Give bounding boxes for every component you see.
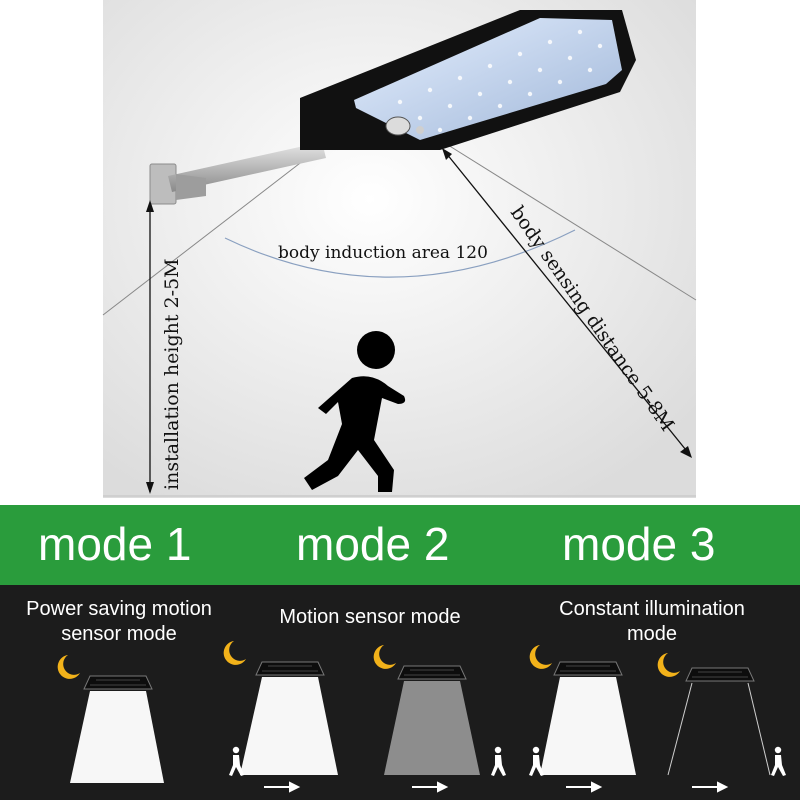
installation-height-arrow xyxy=(146,200,154,494)
induction-arc xyxy=(224,229,576,278)
moon-icon xyxy=(373,645,396,669)
lamp-head-icon xyxy=(255,661,325,676)
light-beam-bright xyxy=(540,677,636,775)
mode-3-description-line-1: Constant illumination xyxy=(559,598,745,620)
mode-2-illustration xyxy=(223,641,506,793)
solar-lamp xyxy=(300,10,636,150)
mode-2-description-line-1: Motion sensor mode xyxy=(279,606,461,628)
mode-1-description-line-2: sensor mode xyxy=(61,623,177,645)
moon-icon xyxy=(529,645,552,669)
modes-illustrations xyxy=(57,641,786,793)
mode-1-illustration xyxy=(57,655,164,783)
walking-person-icon xyxy=(304,331,406,492)
installation-height-label: installation height 2-5M xyxy=(161,258,183,490)
mode-3-description-line-2: mode xyxy=(626,623,678,645)
walking-person-icon xyxy=(229,746,244,776)
lamp-head-icon xyxy=(685,667,755,682)
lamp-head-icon xyxy=(83,675,153,690)
induction-cone-left xyxy=(102,139,331,316)
light-beam-bright xyxy=(240,677,338,775)
walking-person-icon xyxy=(491,746,506,776)
mode-3-illustration xyxy=(529,645,786,793)
induction-cone-right xyxy=(439,139,697,301)
lamp-head-icon xyxy=(553,661,623,676)
arrow-right-icon xyxy=(692,781,729,793)
mode-2-title: mode 2 xyxy=(296,518,450,570)
light-beam-off xyxy=(667,682,771,776)
mounting-bracket xyxy=(149,142,326,205)
motion-sensor-icon xyxy=(385,116,411,136)
mode-1-description-line-1: Power saving motion xyxy=(26,598,212,620)
mode-2-description: Motion sensor mode xyxy=(250,605,490,630)
moon-icon xyxy=(57,655,80,679)
arrow-right-icon xyxy=(264,781,301,793)
mode-3-title: mode 3 xyxy=(562,518,716,570)
walking-person-icon xyxy=(771,746,786,776)
lamp-head-icon xyxy=(397,665,467,680)
modes-panel: Power saving motion sensor mode Motion s… xyxy=(0,585,800,800)
moon-icon xyxy=(657,653,680,677)
walking-person-icon xyxy=(529,746,544,776)
mode-band: mode 1 mode 2 mode 3 xyxy=(0,505,800,585)
installation-diagram: body induction area 120 installation hei… xyxy=(102,0,697,498)
light-beam-bright xyxy=(70,691,164,783)
arrow-right-icon xyxy=(412,781,449,793)
light-beam-dim xyxy=(384,681,480,775)
mode-1-title: mode 1 xyxy=(38,518,192,570)
sensing-distance-arrow xyxy=(441,147,692,458)
led-grid xyxy=(397,29,603,133)
mode-3-description: Constant illumination mode xyxy=(532,597,772,647)
mode-1-description: Power saving motion sensor mode xyxy=(4,597,234,647)
induction-area-label: body induction area 120 xyxy=(278,243,488,263)
arrow-right-icon xyxy=(566,781,603,793)
